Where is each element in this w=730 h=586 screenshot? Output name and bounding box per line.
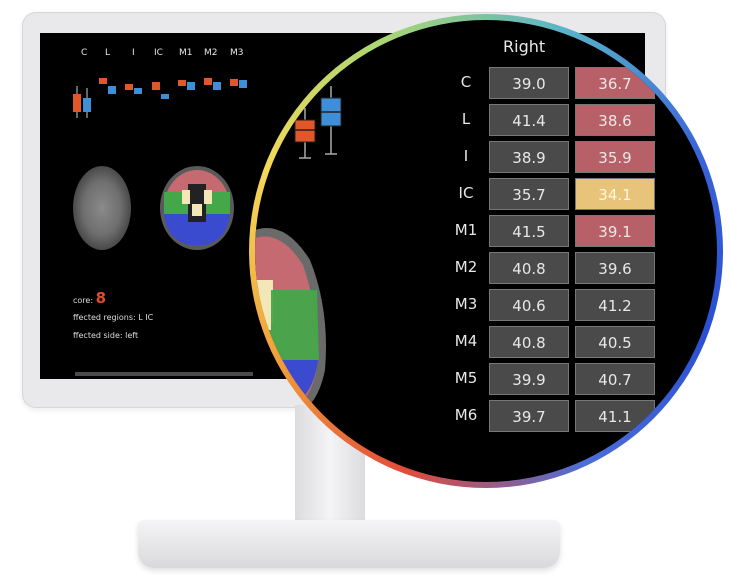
affected-regions-value: L IC — [138, 313, 154, 322]
boxplot-c — [73, 86, 91, 118]
column-label-m1: M1 — [179, 48, 193, 58]
right-value-cell: 39.7 — [489, 400, 569, 432]
right-value-cell: 40.8 — [489, 326, 569, 358]
column-label-c: C — [81, 48, 88, 58]
boxplot-ic — [152, 82, 169, 99]
right-value-cell: 41.5 — [489, 215, 569, 247]
column-label-m3: M3 — [230, 48, 244, 58]
row-label: M3 — [454, 295, 478, 313]
score-line: core: 8 — [73, 289, 106, 307]
monitor-stand-base — [138, 520, 560, 568]
boxplot-m2 — [204, 78, 221, 90]
row-label: M1 — [454, 221, 478, 239]
row-label: M6 — [454, 406, 478, 424]
magnified-segmented-brain — [255, 228, 326, 420]
right-value-cell: 39.0 — [489, 67, 569, 99]
boxplot-l — [99, 78, 116, 94]
right-value-cell: 41.4 — [489, 104, 569, 136]
column-header-right: Right — [503, 37, 546, 56]
row-label: M5 — [454, 369, 478, 387]
affected-regions-line: ffected regions: L IC — [73, 313, 153, 322]
left-value-cell: 41.2 — [575, 289, 655, 321]
row-label: I — [463, 147, 469, 165]
left-value-cell: 40.7 — [575, 363, 655, 395]
column-label-m2: M2 — [204, 48, 218, 58]
right-value-cell: 39.9 — [489, 363, 569, 395]
left-value-cell: 34.1 — [575, 178, 655, 210]
right-value-cell: 35.7 — [489, 178, 569, 210]
affected-side-label: ffected side: — [73, 331, 123, 340]
affected-regions-label: ffected regions: — [73, 313, 136, 322]
left-value-cell: 39.1 — [575, 215, 655, 247]
row-label: C — [460, 73, 472, 91]
right-value-cell: 40.8 — [489, 252, 569, 284]
right-value-cell: 40.6 — [489, 289, 569, 321]
column-label-ic: IC — [154, 48, 163, 58]
score-label: core: — [73, 296, 94, 305]
row-label: L — [461, 110, 471, 128]
affected-side-line: ffected side: left — [73, 331, 138, 340]
row-label: M2 — [454, 258, 478, 276]
horizontal-scrollbar[interactable] — [75, 372, 253, 376]
left-value-cell: 36.7 — [575, 67, 655, 99]
left-value-cell: 38.6 — [575, 104, 655, 136]
boxplot-m3 — [230, 79, 247, 88]
column-header-left: L — [603, 37, 612, 56]
segmented-brain-map — [160, 166, 234, 250]
row-label: IC — [458, 184, 474, 202]
column-label-l: L — [105, 48, 111, 58]
column-label-i: I — [132, 48, 135, 58]
right-value-cell: 38.9 — [489, 141, 569, 173]
left-value-cell: 40.5 — [575, 326, 655, 358]
ct-brain-scan — [73, 166, 131, 250]
magnified-boxplot — [294, 86, 342, 159]
region-boxplots — [73, 78, 247, 118]
row-label: M4 — [454, 332, 478, 350]
left-value-cell: 41.1 — [575, 400, 655, 432]
boxplot-i — [125, 84, 142, 94]
affected-side-value: left — [125, 331, 139, 340]
left-value-cell: 39.6 — [575, 252, 655, 284]
left-value-cell: 35.9 — [575, 141, 655, 173]
score-value: 8 — [95, 289, 107, 307]
boxplot-m1 — [178, 80, 195, 90]
